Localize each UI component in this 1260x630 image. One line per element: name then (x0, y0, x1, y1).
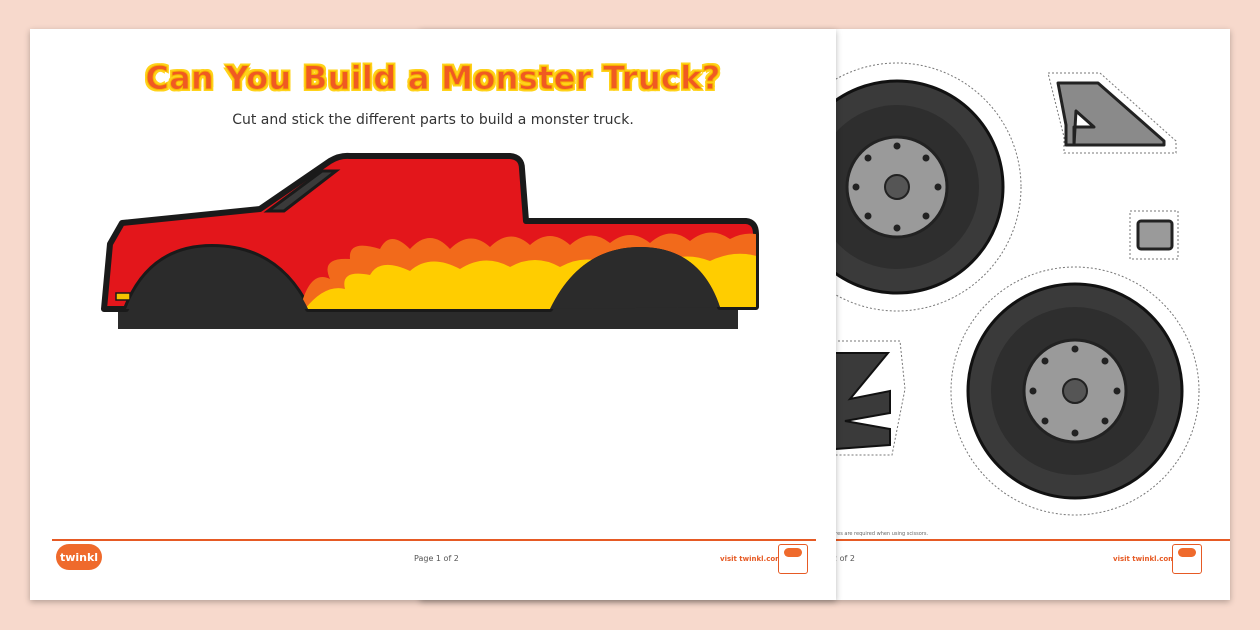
visit-link[interactable]: visit twinkl.com (720, 555, 783, 563)
tyre-cutout-top (772, 62, 1022, 312)
page-number: Page 1 of 2 (414, 554, 459, 563)
truck-body-illustration (101, 152, 759, 329)
rear-wheel-arch (550, 247, 720, 309)
cutout-parts-illustration (772, 62, 1200, 516)
headlight (115, 292, 131, 301)
suspension-cutout (829, 340, 906, 456)
instructions: Cut and stick the different parts to bui… (232, 112, 634, 128)
footer-rule (52, 539, 816, 541)
badge-logo-icon (784, 548, 802, 557)
window (263, 169, 341, 213)
page-title: Can You Build a Monster Truck? (145, 59, 721, 98)
light-cutout (1129, 210, 1179, 260)
window-frame-cutout (1047, 72, 1177, 154)
page-number: 2 of 2 (832, 554, 855, 563)
twinkl-logo: twinkl (56, 544, 102, 570)
front-wheel-arch (126, 247, 308, 309)
worksheet-page: Can You Build a Monster Truck? Cut and s… (30, 29, 836, 600)
visit-link[interactable]: visit twinkl.com (1113, 555, 1176, 563)
quality-badge (778, 544, 808, 574)
quality-badge (1172, 544, 1202, 574)
footer-rule (832, 539, 1230, 541)
badge-logo-icon (1178, 548, 1196, 557)
safety-note: ures are required when using scissors. (832, 531, 929, 537)
tyre-cutout-bottom (950, 266, 1200, 516)
